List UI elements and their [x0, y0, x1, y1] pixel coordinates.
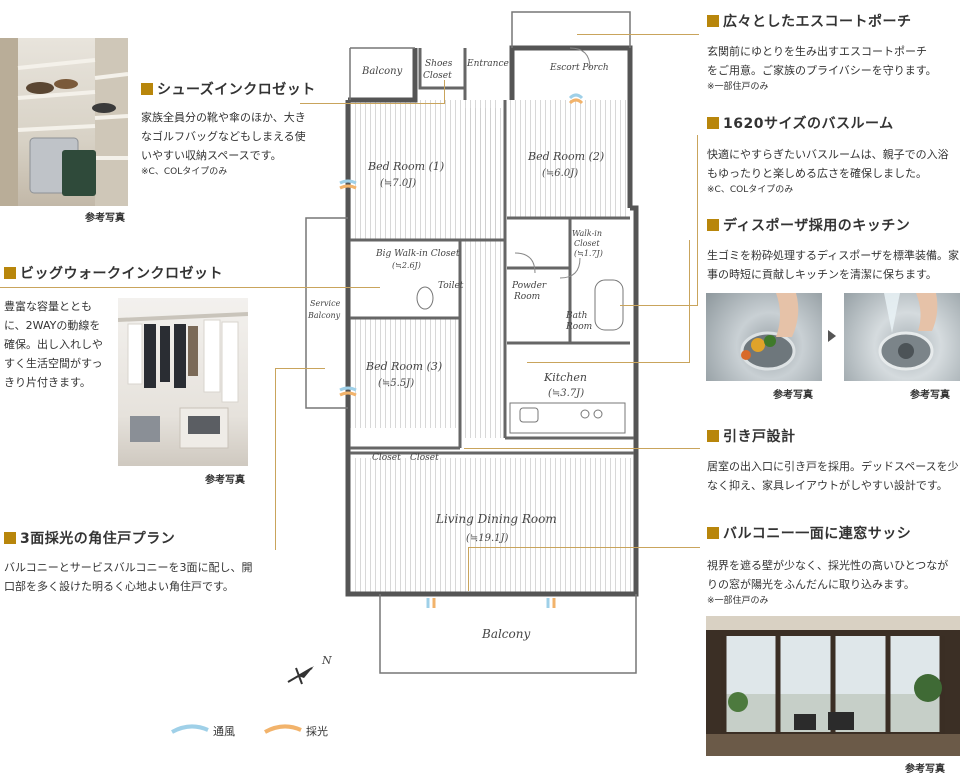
- plan-escort-porch: Escort Porch: [549, 63, 609, 73]
- plan-bed2-size: (≒6.0J): [542, 168, 578, 179]
- plan-bed3-size: (≒5.5J): [378, 378, 414, 389]
- big-walkin-heading: ビッグウォークインクロゼット: [4, 263, 223, 283]
- plan-powder-2: Room: [513, 292, 540, 302]
- plan-kitchen-size: (≒3.7J): [548, 388, 584, 399]
- floor-plan: Balcony Shoes Closet Entrance Escort Por…: [287, 11, 639, 685]
- plan-closet-b: Closet: [410, 453, 439, 463]
- plan-toilet: Toilet: [438, 281, 464, 291]
- plan-service-2: Balcony: [307, 311, 341, 320]
- daylight-markers: [339, 98, 584, 608]
- plan-north: N: [321, 654, 332, 667]
- plan-kitchen: Kitchen: [543, 371, 587, 384]
- shoes-closet-text: 家族全員分の靴や傘のほか、大きなゴルフバッグなどもしまえる使いやすい収納スペース…: [141, 111, 306, 177]
- bathroom-text: 快適にやすらぎたいバスルームは、親子での入浴もゆったりと楽しめる広さを確保しまし…: [707, 148, 949, 195]
- plan-ldr: Living Dining Room: [435, 512, 557, 526]
- shoes-closet-heading: シューズインクロゼット: [141, 79, 316, 99]
- sash-heading: バルコニー一面に連窓サッシ: [707, 523, 911, 543]
- leader-sash-h: [468, 547, 700, 548]
- disposer-photo-1-caption: 参考写真: [773, 390, 813, 401]
- plan-ldr-size: (≒19.1J): [466, 533, 509, 544]
- leader-sash-v: [468, 547, 469, 591]
- leader-sliding: [464, 448, 700, 449]
- plan-bath-1: Bath: [565, 311, 587, 321]
- escort-porch-heading: 広々としたエスコートポーチ: [707, 11, 912, 31]
- plan-bed3: Bed Room (3): [365, 360, 442, 373]
- corner-plan-text: バルコニーとサービスバルコニーを3面に配し、開口部を多く設けた明るく心地よい角住…: [4, 561, 253, 593]
- sliding-door-text: 居室の出入口に引き戸を採用。デッドスペースを少なく抑え、家具レイアウトがしやすい…: [707, 460, 959, 492]
- shoes-photo-caption: 参考写真: [85, 213, 125, 224]
- plan-bath-2: Room: [565, 322, 592, 332]
- plan-balcony-top: Balcony: [361, 66, 403, 77]
- leader-corner-v: [275, 368, 276, 550]
- plan-bed1: Bed Room (1): [367, 160, 444, 173]
- plan-walkin-size: (≒1.7J): [574, 249, 603, 258]
- arrow-right-icon: [828, 330, 836, 342]
- plan-bed1-size: (≒7.0J): [380, 178, 416, 189]
- plan-balcony-bottom: Balcony: [481, 627, 530, 641]
- plan-walkin-1: Walk-in: [572, 229, 602, 238]
- big-walkin-photo: [118, 298, 248, 466]
- plan-shoes-2: Closet: [423, 71, 452, 81]
- plan-walkin-2: Closet: [574, 239, 600, 248]
- leader-kitchen-h: [527, 362, 690, 363]
- escort-porch-text: 玄関前にゆとりを生み出すエスコートポーチをご用意。ご家族のプライバシーを守ります…: [707, 45, 937, 92]
- disposer-text: 生ゴミを粉砕処理するディスポーザを標準装備。家事の時短に貢献しキッチンを清潔に保…: [707, 249, 960, 281]
- shoes-closet-photo: [0, 38, 128, 206]
- sash-photo-caption: 参考写真: [905, 764, 945, 775]
- disposer-photo-1: [706, 293, 822, 381]
- ventilation-markers: [339, 93, 584, 608]
- leader-bath-v: [697, 135, 698, 305]
- leader-corner-h: [275, 368, 325, 369]
- leader-shoes: [300, 103, 445, 104]
- wind-legend-icon: [171, 724, 209, 734]
- plan-shoes-1: Shoes: [425, 59, 453, 69]
- plan-big-walkin-size: (≒2.6J): [392, 261, 421, 270]
- leader-porch: [577, 34, 699, 35]
- plan-service-1: Service: [310, 299, 341, 308]
- big-walkin-text: 豊富な容量とともに、2WAYの動線を確保。出し入れしやすく生活空間がすっきり片付…: [4, 300, 103, 389]
- leader-shoes-v: [444, 80, 445, 104]
- disposer-photo-2: [844, 293, 960, 381]
- plan-bed2: Bed Room (2): [527, 150, 604, 163]
- sliding-door-heading: 引き戸設計: [707, 426, 796, 446]
- leader-kitchen-v: [689, 240, 690, 362]
- sash-text: 視界を遮る壁が少なく、採光性の高いひとつながりの窓が陽光をふんだんに取り込みます…: [707, 559, 949, 606]
- plan-entrance: Entrance: [466, 59, 509, 69]
- disposer-photo-2-caption: 参考写真: [910, 390, 950, 401]
- plan-powder-1: Powder: [511, 281, 547, 291]
- light-legend-label: 採光: [306, 725, 328, 738]
- disposer-heading: ディスポーザ採用のキッチン: [707, 215, 910, 235]
- bathroom-heading: 1620サイズのバスルーム: [707, 113, 894, 133]
- leader-bigwalk: [0, 287, 380, 288]
- plan-closet-a: Closet: [372, 453, 401, 463]
- plan-big-walkin: Big Walk-in Closet: [375, 249, 460, 259]
- leader-bath-h: [620, 305, 698, 306]
- wind-legend-label: 通風: [213, 725, 235, 738]
- sash-photo: [706, 616, 960, 756]
- big-walkin-photo-caption: 参考写真: [205, 475, 245, 486]
- corner-plan-heading: 3面採光の角住戸プラン: [4, 528, 175, 548]
- compass-icon: N: [287, 654, 332, 685]
- light-legend-icon: [264, 724, 302, 734]
